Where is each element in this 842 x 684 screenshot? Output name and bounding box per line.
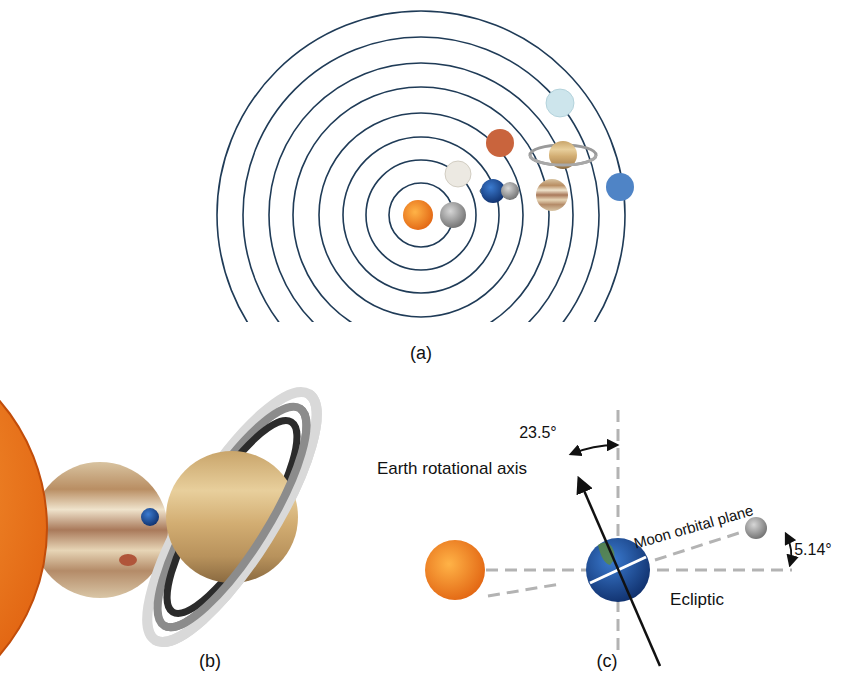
annotation-label: 5.14° [794, 541, 832, 559]
annotation-label: 23.5° [519, 424, 557, 442]
panel-letter: (b) [199, 652, 221, 672]
annotation-label: Earth rotational axis [377, 460, 527, 479]
annotation-label: Ecliptic [670, 591, 724, 610]
annotation-label: Moon orbital plane [632, 502, 755, 552]
panel-letter: (a) [410, 344, 432, 364]
panel-letter: (c) [597, 652, 618, 672]
